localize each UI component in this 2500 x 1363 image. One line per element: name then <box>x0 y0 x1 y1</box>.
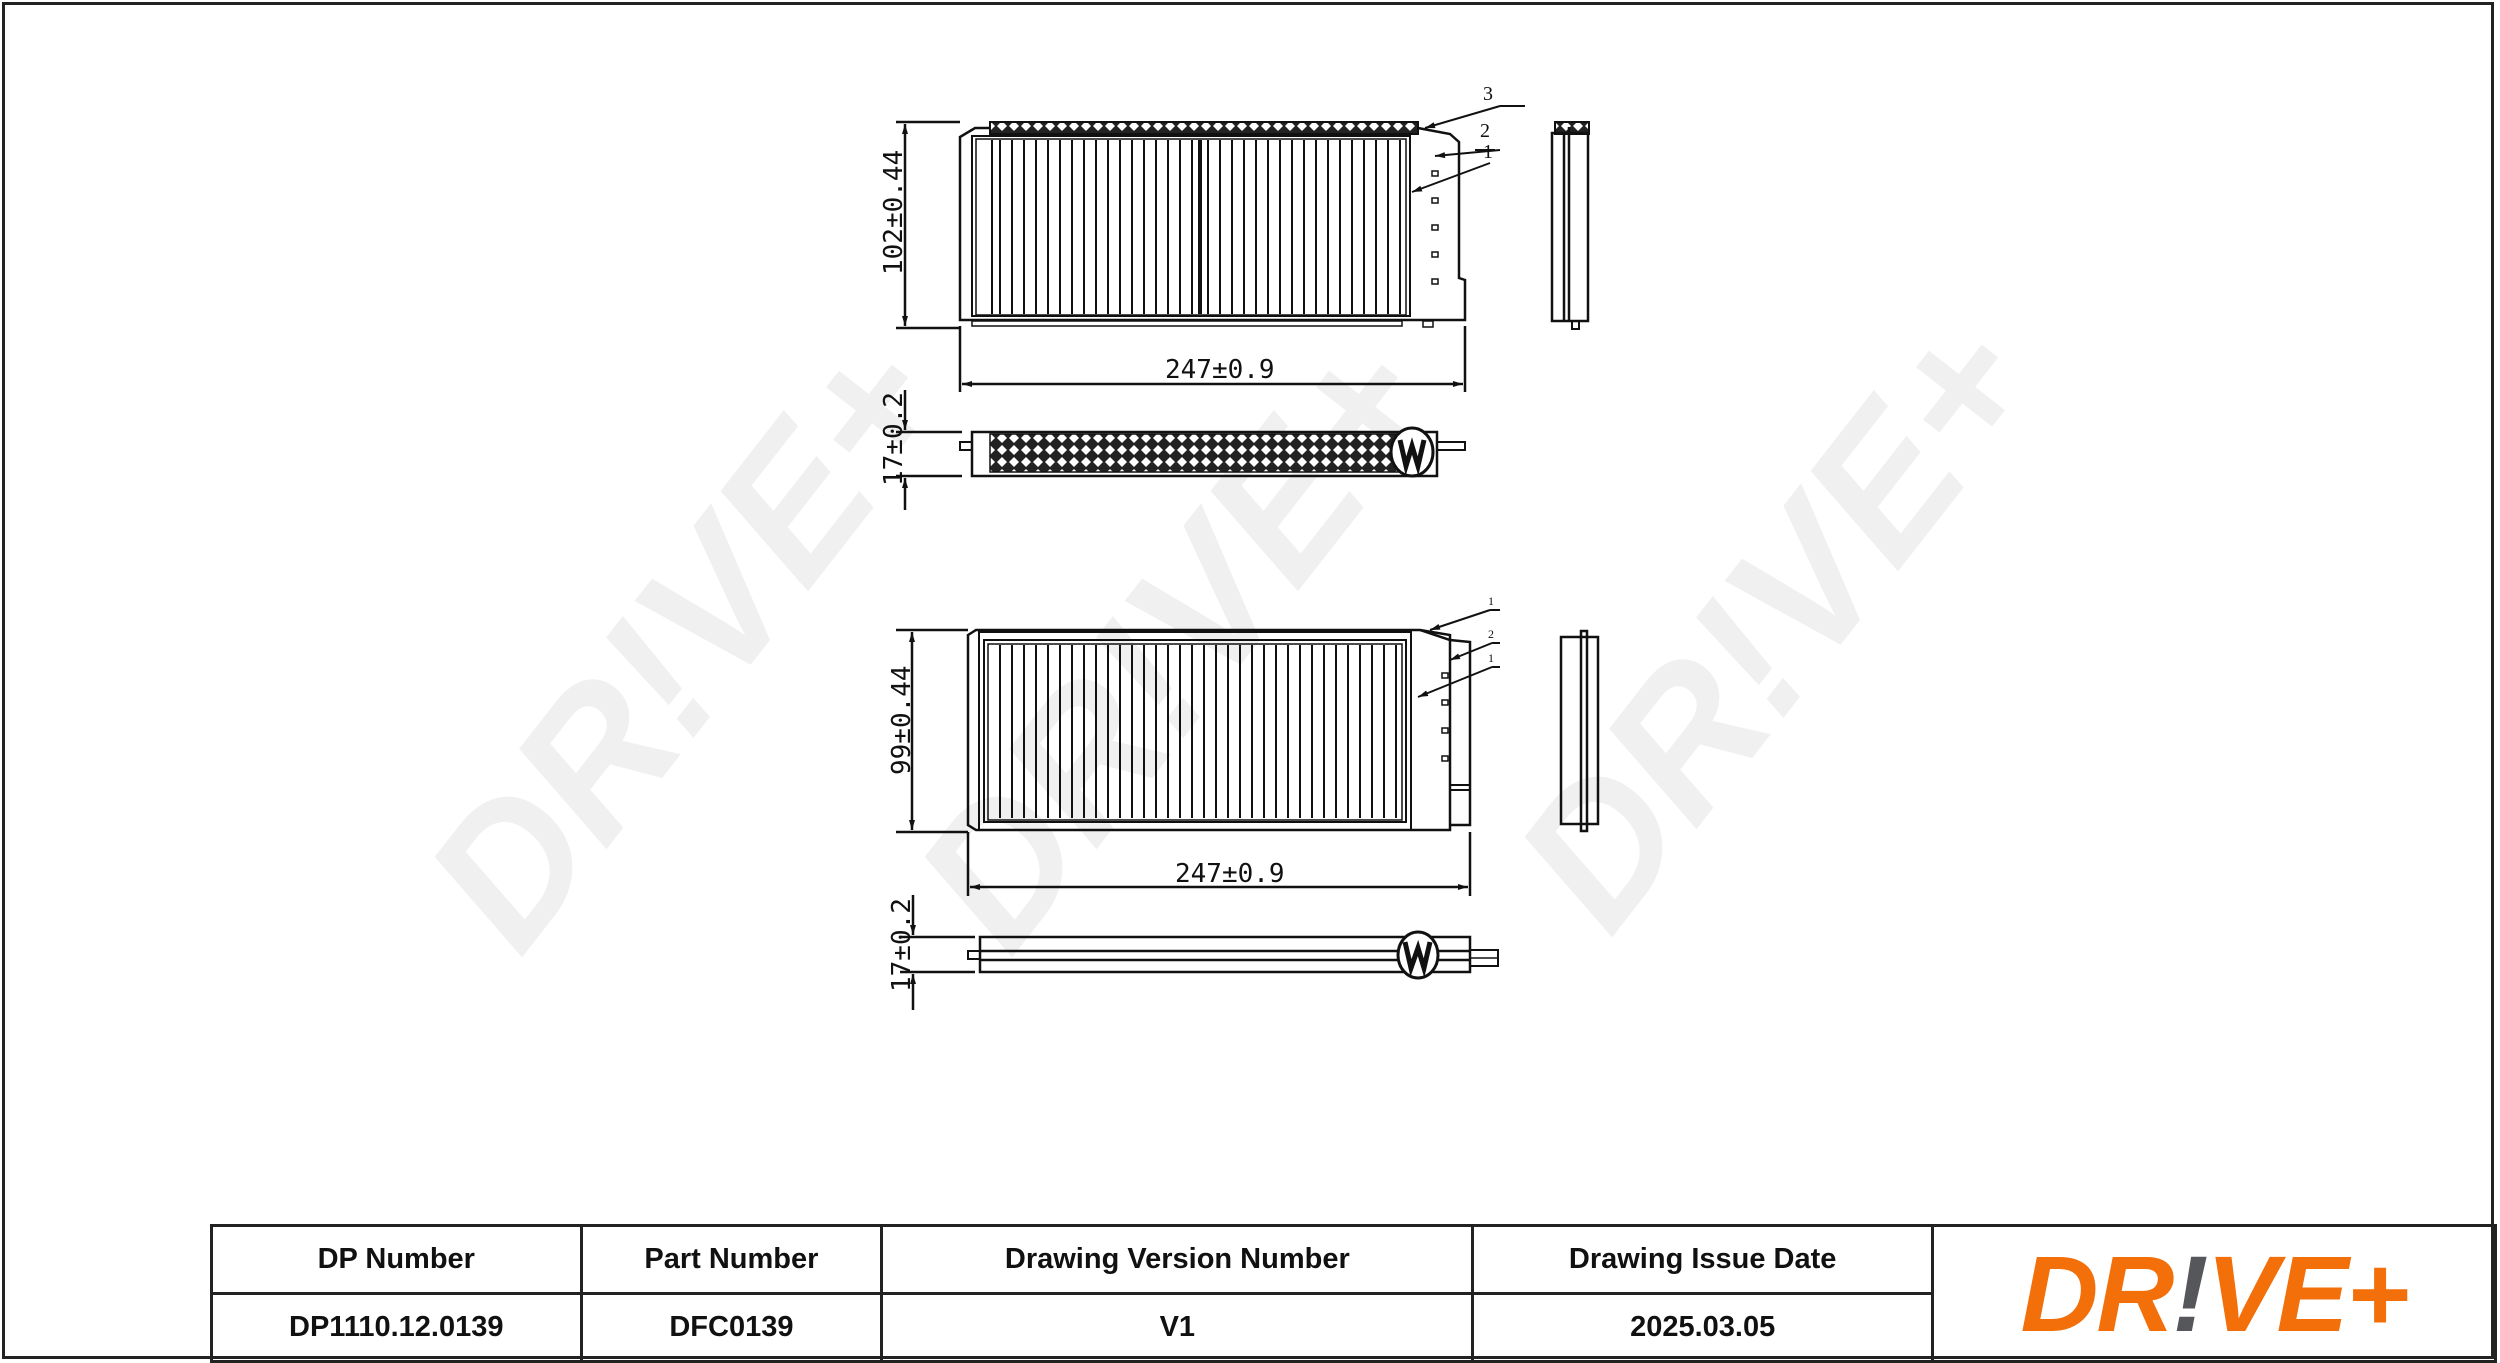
callout-1-bottom: 1 <box>1488 651 1494 665</box>
value-issue-date: 2025.03.05 <box>1471 1292 1934 1363</box>
top-width-dimension <box>958 326 1467 392</box>
svg-text:DR!VE+: DR!VE+ <box>1475 281 2074 965</box>
top-filter-front-view <box>958 105 1525 328</box>
top-filter-side-view <box>1550 121 1590 330</box>
callout-1: 1 <box>1483 141 1493 163</box>
header-part-number: Part Number <box>579 1224 884 1295</box>
callout-2: 2 <box>1480 120 1490 142</box>
bottom-width-label: 247±0.9 <box>1175 859 1285 889</box>
title-block: DP Number Part Number Drawing Version Nu… <box>210 1224 2497 1363</box>
bottom-thickness-label: 17±0.2 <box>887 898 917 992</box>
bottom-height-dimension <box>896 628 968 834</box>
top-width-label: 247±0.9 <box>1165 355 1275 385</box>
top-thickness-label: 17±0.2 <box>879 392 909 486</box>
bottom-width-dimension <box>966 832 1472 896</box>
callout-2-bottom: 2 <box>1488 627 1494 641</box>
header-issue-date: Drawing Issue Date <box>1471 1224 1934 1295</box>
top-height-label: 102±0.44 <box>879 150 909 275</box>
drive-plus-logo: DR!VE+ <box>2020 1232 2409 1354</box>
value-dp-number: DP1110.12.0139 <box>210 1292 583 1363</box>
value-drawing-version: V1 <box>880 1292 1475 1363</box>
bottom-filter-side-view <box>1559 629 1600 833</box>
top-height-dimension <box>896 120 960 330</box>
callout-1-top: 1 <box>1488 594 1494 608</box>
header-dp-number: DP Number <box>210 1224 583 1295</box>
bottom-filter-edge-view <box>900 895 1499 1010</box>
bottom-height-label: 99±0.44 <box>887 665 917 775</box>
logo-cell: DR!VE+ <box>1931 1224 2497 1363</box>
header-drawing-version: Drawing Version Number <box>880 1224 1475 1295</box>
top-filter-edge-view <box>896 390 1466 510</box>
bottom-filter-front-view <box>966 609 1500 832</box>
callout-3: 3 <box>1483 83 1493 105</box>
value-part-number: DFC0139 <box>579 1292 884 1363</box>
